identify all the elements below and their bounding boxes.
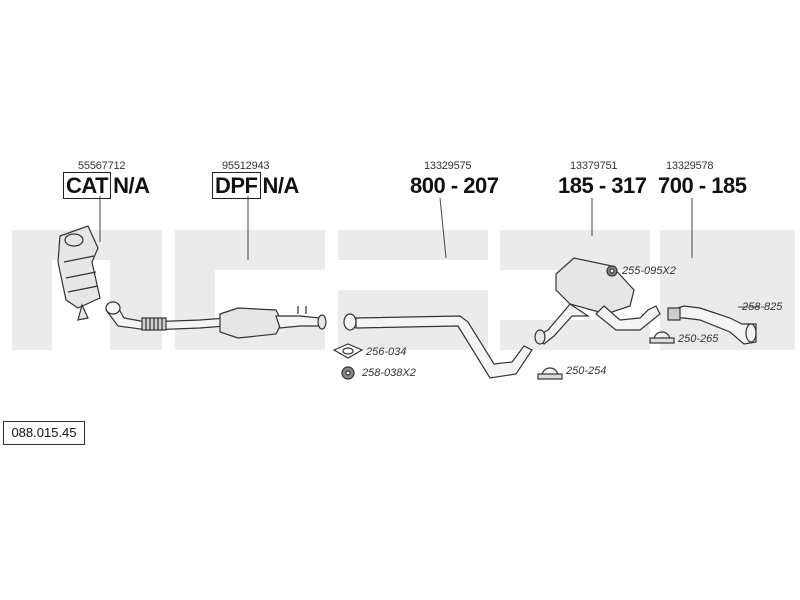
part-oem-number: 95512943 xyxy=(222,160,270,172)
part-code: 185 - 317 xyxy=(558,173,647,198)
accessory-code: 258-825 xyxy=(742,301,783,313)
watermark-logo xyxy=(12,230,795,350)
document-id: 088.015.45 xyxy=(3,421,85,445)
diesel-particulate-filter xyxy=(219,306,327,339)
part-type-box: DPF xyxy=(212,172,261,199)
accessory-code: 255-095X2 xyxy=(622,265,676,277)
part-oem-number: 55567712 xyxy=(78,160,126,172)
clamp-250-254-drawing xyxy=(537,367,563,380)
clamp-250-265-drawing xyxy=(649,331,675,344)
part-type-box: CAT xyxy=(63,172,112,199)
front-pipe xyxy=(105,301,227,331)
part-code: 700 - 185 xyxy=(658,173,747,198)
middle-pipe xyxy=(343,313,533,379)
part-code: 800 - 207 xyxy=(410,173,499,198)
part-code-value: N/A xyxy=(113,173,150,198)
gasket-256-034-drawing xyxy=(332,343,364,359)
part-oem-number: 13329578 xyxy=(666,160,714,172)
leader-lines xyxy=(99,196,760,308)
accessory-code: 250-265 xyxy=(678,333,719,345)
part-code-value: N/A xyxy=(262,173,300,198)
mount-258-038-drawing xyxy=(341,366,355,380)
accessory-code: 256-034 xyxy=(366,346,407,358)
accessory-code: 250-254 xyxy=(566,365,607,377)
mount-255-095-drawing xyxy=(606,265,618,277)
part-oem-number: 13379751 xyxy=(570,160,618,172)
tail-pipe xyxy=(667,305,757,345)
part-oem-number: 13329575 xyxy=(424,160,472,172)
catalytic-converter xyxy=(57,225,101,321)
accessory-code: 258-038X2 xyxy=(362,367,416,379)
